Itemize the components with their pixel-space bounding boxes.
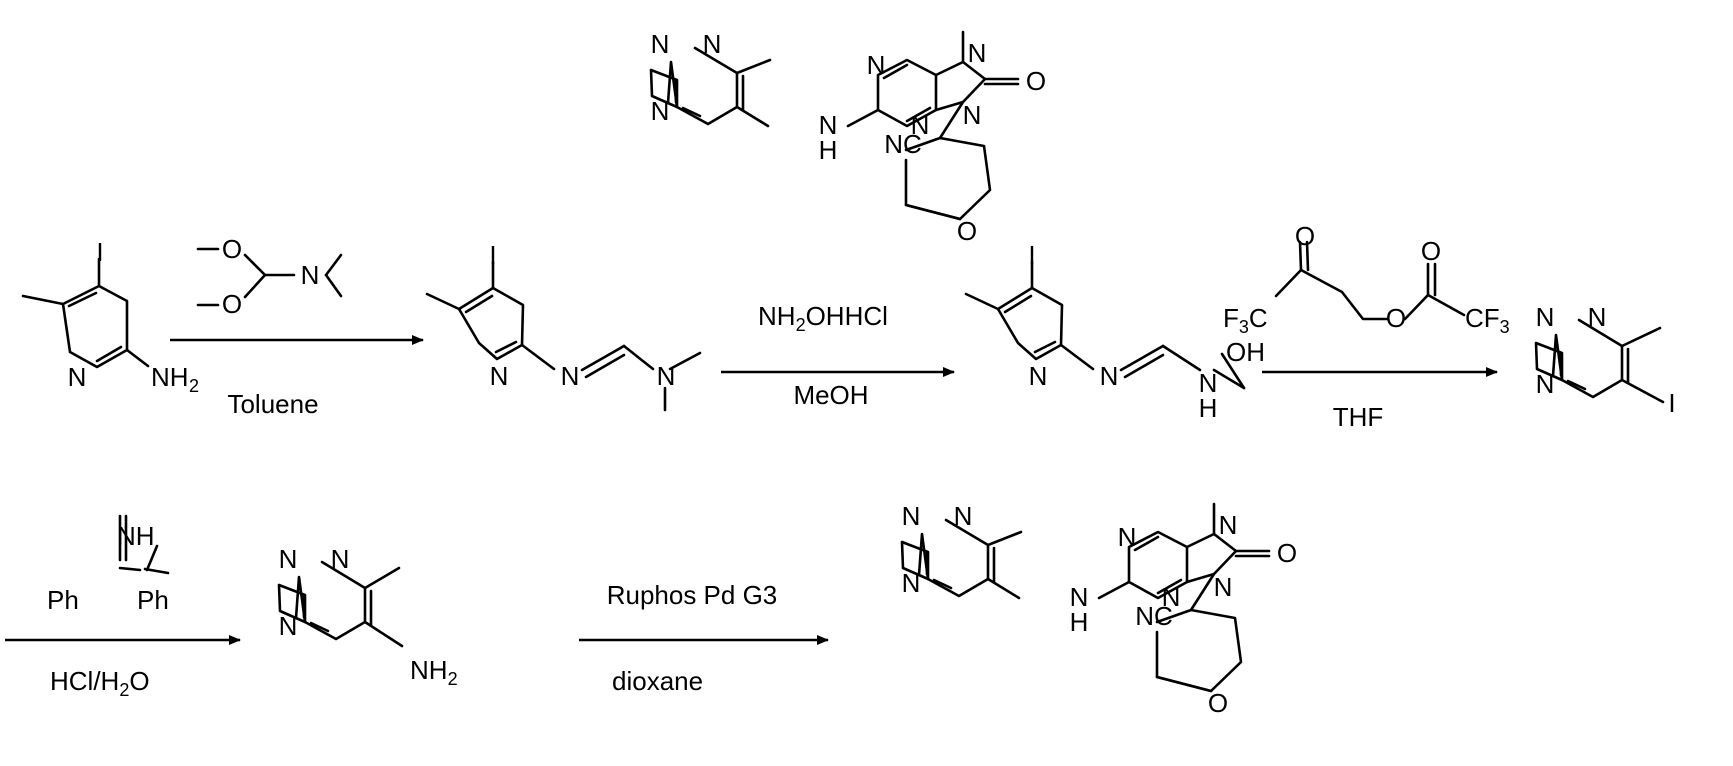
atom-label: O — [1386, 303, 1406, 333]
reagent-tfaa: O O O F3C CF3 — [1223, 221, 1510, 337]
atom-label: N — [301, 260, 320, 290]
step2-solvent: MeOH — [793, 380, 868, 410]
final-product-structure: N N N N H N N N O N NC O — [902, 501, 1298, 718]
atom-label: Ph — [137, 585, 169, 615]
atom-label: N — [490, 361, 509, 391]
atom-label: O — [222, 234, 242, 264]
atom-label: N — [651, 29, 670, 59]
atom-label: N — [902, 501, 921, 531]
step1-solvent: Toluene — [227, 389, 318, 419]
atom-label: N — [1536, 369, 1555, 399]
atom-label: NH — [151, 362, 189, 392]
compound-iodo-triazolopyridine: N N N I — [1536, 302, 1676, 418]
atom-label: O — [957, 216, 977, 246]
step5-catalyst: Ruphos Pd G3 — [607, 580, 778, 610]
atom-label: I — [1028, 240, 1035, 270]
atom-label: N — [279, 611, 298, 641]
atom-label: H — [1199, 393, 1218, 423]
atom-label: OH — [1226, 337, 1265, 367]
atom-label: I — [96, 237, 103, 267]
atom-label: CF3 — [1465, 303, 1510, 337]
reagent-dmf-dma: O O N — [198, 234, 341, 319]
atom-subscript: 2 — [189, 376, 199, 396]
atom-label: N — [1214, 572, 1233, 602]
atom-label: O — [1277, 538, 1297, 568]
atom-label: N — [1588, 302, 1607, 332]
atom-label: H — [1070, 607, 1089, 637]
atom-label: N — [331, 544, 350, 574]
atom-label: N — [703, 29, 722, 59]
compound-hydroxyformamidine: I N N N H OH — [966, 240, 1265, 423]
atom-label: N — [1029, 361, 1048, 391]
step5-solvent: dioxane — [612, 666, 703, 696]
atom-label: N — [1118, 522, 1137, 552]
atom-label: N — [954, 501, 973, 531]
atom-label: NC — [884, 129, 922, 159]
atom-label: N — [651, 96, 670, 126]
atom-label: N — [902, 568, 921, 598]
atom-label: N — [561, 361, 580, 391]
target-product-labels: N N N N H N N N O N NC O — [651, 29, 1047, 246]
atom-label: O — [1208, 688, 1228, 718]
atom-label: NH2 — [410, 655, 458, 689]
atom-label: NH — [117, 521, 155, 551]
atom-label: H — [819, 135, 838, 165]
step3-solvent: THF — [1333, 402, 1384, 432]
atom-label: N — [1219, 510, 1238, 540]
atom-label: O — [1421, 236, 1441, 266]
atom-label: I — [1668, 388, 1675, 418]
compound-formamidine: I N N N — [427, 240, 700, 410]
reagent-benzophenone-imine: NH Ph Ph — [47, 516, 169, 615]
atom-label: F3C — [1223, 303, 1268, 337]
atom-label: N — [1536, 302, 1555, 332]
atom-label: N — [867, 50, 886, 80]
atom-label: O — [1295, 221, 1315, 251]
step2-reagent: NH2OHHCl — [758, 301, 888, 335]
compound-aminopyridine: I N NH 2 — [23, 237, 199, 396]
atom-label: I — [489, 240, 496, 270]
atom-label: N — [657, 361, 676, 391]
atom-label: O — [1026, 66, 1046, 96]
atom-label: N — [968, 38, 987, 68]
atom-label: N — [1100, 361, 1119, 391]
atom-label: O — [222, 289, 242, 319]
atom-label: N — [963, 100, 982, 130]
atom-label: NC — [1135, 601, 1173, 631]
step4-acid: HCl/H2O — [50, 666, 150, 700]
atom-label: N — [279, 544, 298, 574]
compound-amino-triazolopyridine: N N N NH2 — [279, 544, 458, 689]
atom-label: N — [68, 362, 87, 392]
atom-label: Ph — [47, 585, 79, 615]
